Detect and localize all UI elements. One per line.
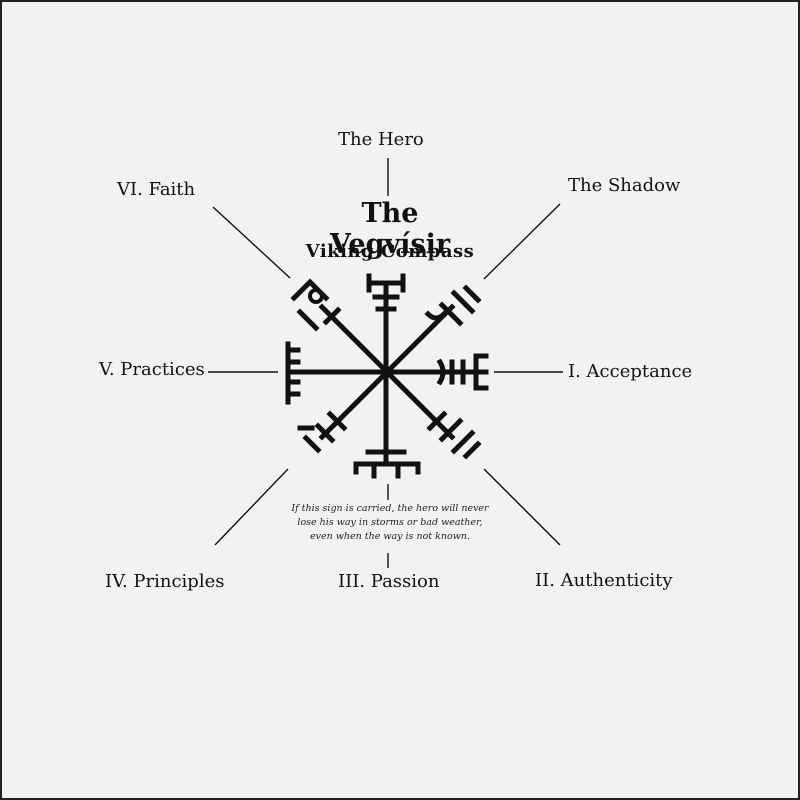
connector-lines	[208, 158, 563, 568]
vegvisir-symbol	[285, 273, 489, 479]
label-the-hero: The Hero	[338, 129, 424, 150]
stave-bottom-left	[297, 410, 348, 454]
stave-left	[285, 341, 301, 405]
label-passion: III. Passion	[338, 571, 440, 592]
stave-top	[366, 273, 406, 312]
caption-line: even when the way is not known.	[310, 531, 470, 542]
label-faith: VI. Faith	[117, 179, 196, 200]
label-authenticity: II. Authenticity	[535, 570, 673, 591]
label-practices: V. Practices	[99, 359, 205, 380]
stave-top-left	[290, 278, 342, 332]
stave-top-right	[424, 284, 482, 327]
caption-line: lose his way in storms or bad weather,	[297, 517, 483, 528]
diagram-subtitle: Viking Compass	[305, 241, 475, 262]
diagram-title: The Vegvísir	[329, 198, 451, 260]
stave-right	[436, 353, 489, 391]
caption-line: If this sign is carried, the hero will n…	[291, 503, 489, 514]
stave-bottom	[353, 449, 421, 479]
label-principles: IV. Principles	[105, 571, 225, 592]
stave-bottom-right	[426, 410, 482, 460]
connector-top-right	[483, 203, 561, 280]
label-acceptance: I. Acceptance	[568, 361, 693, 382]
connector-top-left	[212, 206, 291, 279]
caption: If this sign is carried, the hero will n…	[290, 502, 490, 544]
connector-bottom-right	[483, 468, 561, 546]
connector-bottom-left	[214, 468, 289, 546]
label-the-shadow: The Shadow	[568, 175, 681, 196]
spoke-diagonal-2	[318, 303, 456, 441]
